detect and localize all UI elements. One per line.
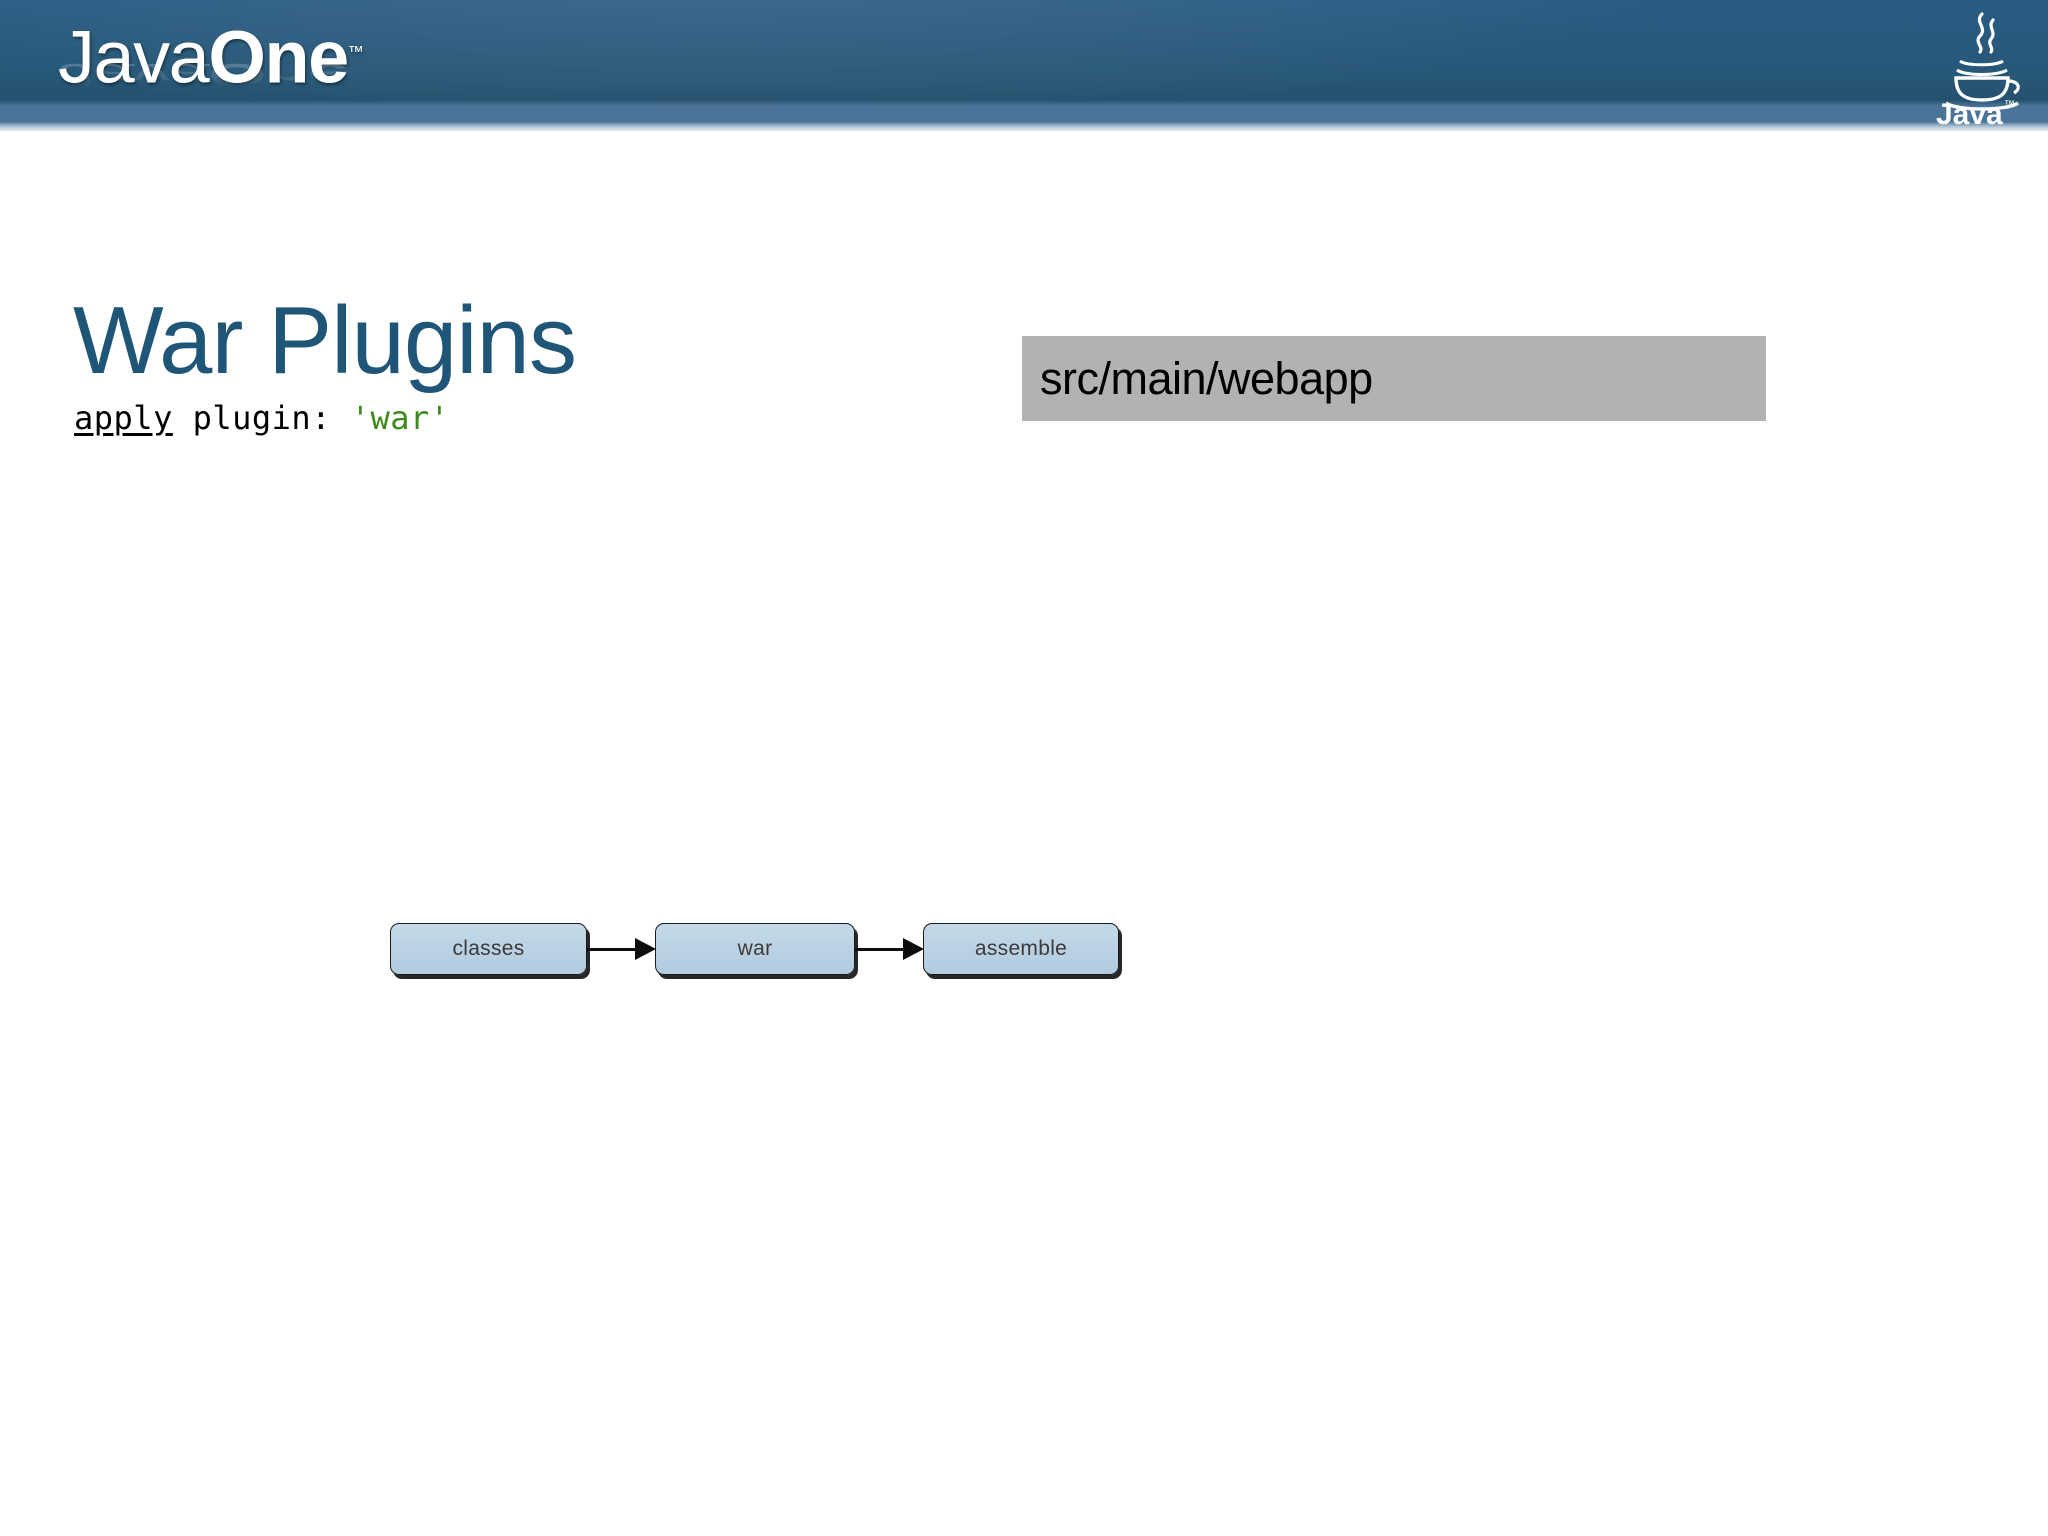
flow-arrow-icon: [587, 938, 656, 960]
flow-arrow-shaft: [587, 947, 639, 951]
task-flow-row: classes war assemble: [390, 918, 1340, 980]
task-node-label: classes: [452, 937, 525, 960]
javaone-logo-text-one: One: [208, 15, 349, 99]
task-node-classes[interactable]: classes: [390, 923, 587, 975]
flow-arrow-head: [903, 938, 924, 960]
code-token-plain: plugin:: [172, 399, 351, 437]
java-logo-wordmark: Java: [1936, 98, 2003, 126]
javaone-logo-reflection: JavaOne: [58, 58, 348, 91]
java-logo-trademark: ™: [2004, 99, 2015, 111]
highlight-callout-label: src/main/webapp: [1040, 352, 1373, 404]
javaone-logo-text: JavaOne™: [58, 14, 364, 97]
javaone-logo: JavaOne™ JavaOne: [58, 14, 458, 126]
java-cup-icon: Java ™: [1936, 12, 2020, 131]
javaone-logo-text-java: Java: [58, 15, 210, 99]
task-node-war[interactable]: war: [655, 923, 855, 975]
code-token-string: 'war': [350, 399, 450, 437]
java-cup-logo: Java ™: [1930, 4, 2034, 131]
task-node-label: assemble: [974, 937, 1068, 960]
task-node-assemble[interactable]: assemble: [923, 923, 1119, 975]
code-snippet: apply plugin: 'war': [74, 398, 450, 438]
page-title: War Plugins: [73, 287, 577, 395]
task-node-label: war: [737, 937, 773, 960]
flow-arrow-head: [635, 938, 656, 960]
javaone-logo-trademark: ™: [347, 44, 364, 61]
highlight-callout-box: src/main/webapp: [1022, 336, 1766, 421]
javaone-reflection-java: Java: [58, 58, 209, 91]
javaone-reflection-one: One: [208, 58, 348, 91]
flow-arrow-shaft: [855, 947, 907, 951]
slide-header-bar: JavaOne™ JavaOne Java ™: [0, 0, 2048, 131]
code-token-keyword: apply: [74, 399, 173, 437]
task-flow-diagram: classes war assemble: [390, 918, 1340, 998]
flow-arrow-icon: [855, 938, 924, 960]
